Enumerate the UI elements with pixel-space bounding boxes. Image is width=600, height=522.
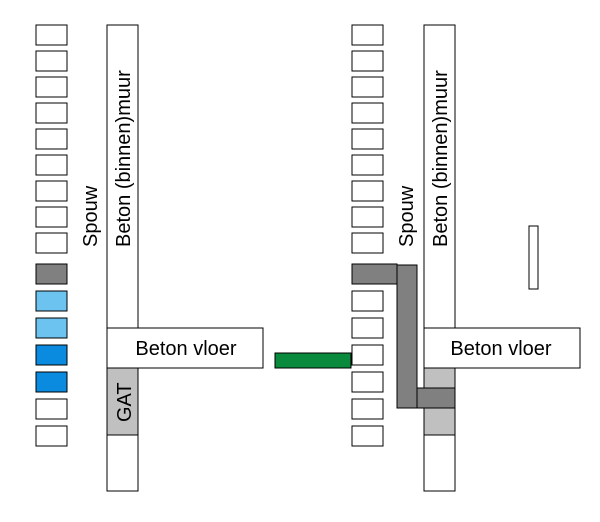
concrete-wall-right: [423, 24, 456, 329]
concrete-wall-lower-right: [423, 434, 456, 492]
left-detail: Spouw Beton (binnen)muur Beton vloer GAT: [35, 24, 264, 492]
small-marker: [528, 225, 539, 290]
brick: [35, 50, 68, 72]
brick: [35, 206, 68, 228]
brick: [35, 180, 68, 202]
beton-muur-label: Beton (binnen)muur: [113, 70, 135, 247]
brick: [35, 76, 68, 98]
right-detail: Spouw Beton (binnen)muur Beton vloer: [351, 24, 581, 492]
brick: [351, 206, 384, 228]
brick-dark: [351, 263, 398, 285]
gat-label: GAT: [114, 382, 136, 422]
brick-blue: [35, 371, 68, 393]
brick: [351, 398, 384, 420]
grey-connector-foot: [416, 387, 456, 409]
right-brick-column: [351, 24, 398, 447]
brick: [351, 76, 384, 98]
left-brick-column: [35, 24, 68, 447]
brick: [351, 180, 384, 202]
brick-blue: [35, 344, 68, 366]
brick: [351, 24, 384, 46]
beton-vloer-label-right: Beton vloer: [450, 338, 552, 360]
concrete-wall: [106, 24, 139, 329]
brick: [351, 232, 384, 254]
brick: [35, 232, 68, 254]
grey-connector-vertical: [396, 264, 418, 409]
brick: [351, 154, 384, 176]
brick-dark: [35, 263, 68, 285]
brick: [35, 425, 68, 447]
concrete-floor: [106, 327, 264, 369]
spouw-label: Spouw: [80, 185, 102, 247]
brick: [35, 102, 68, 124]
brick: [351, 344, 384, 366]
brick: [351, 371, 384, 393]
concrete-floor-right: [423, 327, 581, 369]
brick: [351, 290, 384, 312]
beton-vloer-label: Beton vloer: [135, 338, 237, 360]
green-insert-bar: [274, 352, 352, 369]
brick: [35, 24, 68, 46]
brick: [351, 102, 384, 124]
spouw-label-right: Spouw: [396, 185, 418, 247]
brick: [35, 154, 68, 176]
brick-light-blue: [35, 290, 68, 312]
brick: [351, 425, 384, 447]
brick: [351, 128, 384, 150]
brick: [351, 317, 384, 339]
brick: [35, 128, 68, 150]
brick: [351, 50, 384, 72]
brick-light-blue: [35, 317, 68, 339]
concrete-wall-lower: [106, 434, 139, 492]
brick: [35, 398, 68, 420]
beton-muur-label-right: Beton (binnen)muur: [430, 70, 452, 247]
